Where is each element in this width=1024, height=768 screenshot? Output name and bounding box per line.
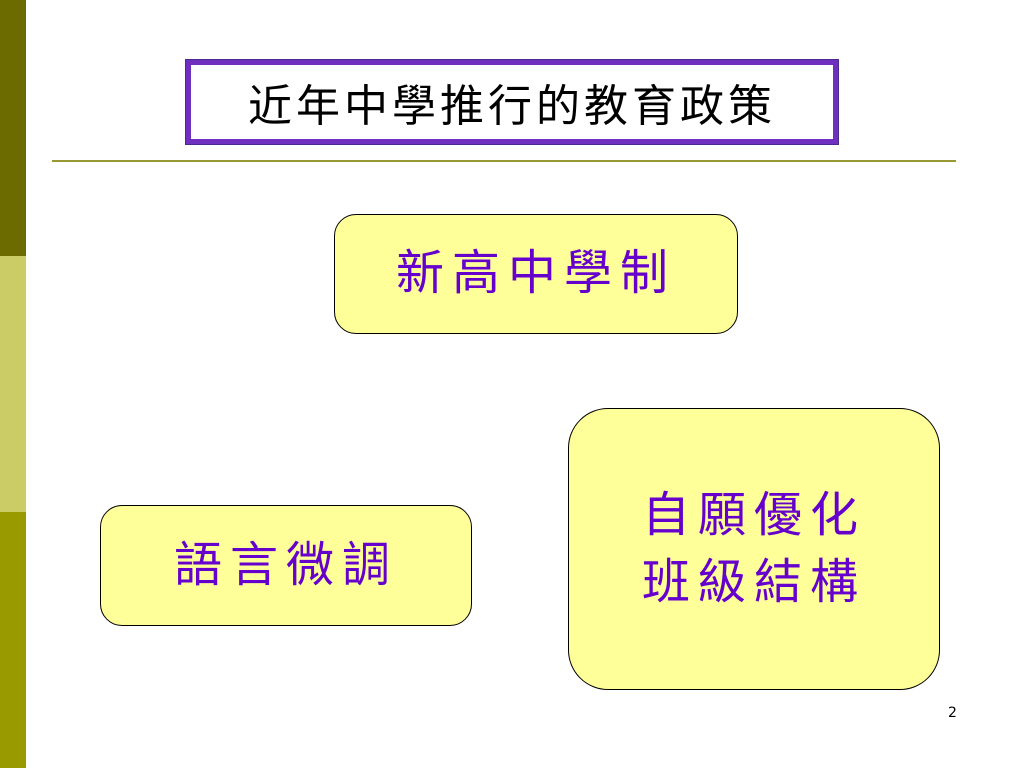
card-new-senior-secondary: 新高中學制 [334,214,738,334]
page-number: 2 [948,705,957,721]
card-label-line2: 班級結構 [641,554,866,610]
card-label: 新高中學制 [395,245,676,302]
card-language-fine-tuning: 語言微調 [100,505,472,626]
sidebar-stripe-middle [0,256,26,512]
slide-title-box: 近年中學推行的教育政策 [185,59,839,145]
card-label: 語言微調 [173,536,398,593]
card-voluntary-class-structure: 自願優化 班級結構 [568,408,940,690]
card-label-line1: 自願優化 [641,486,866,543]
sidebar-stripe-bottom [0,512,26,768]
slide-title: 近年中學推行的教育政策 [248,81,776,132]
title-divider [52,160,956,162]
sidebar-stripe-top [0,0,26,256]
